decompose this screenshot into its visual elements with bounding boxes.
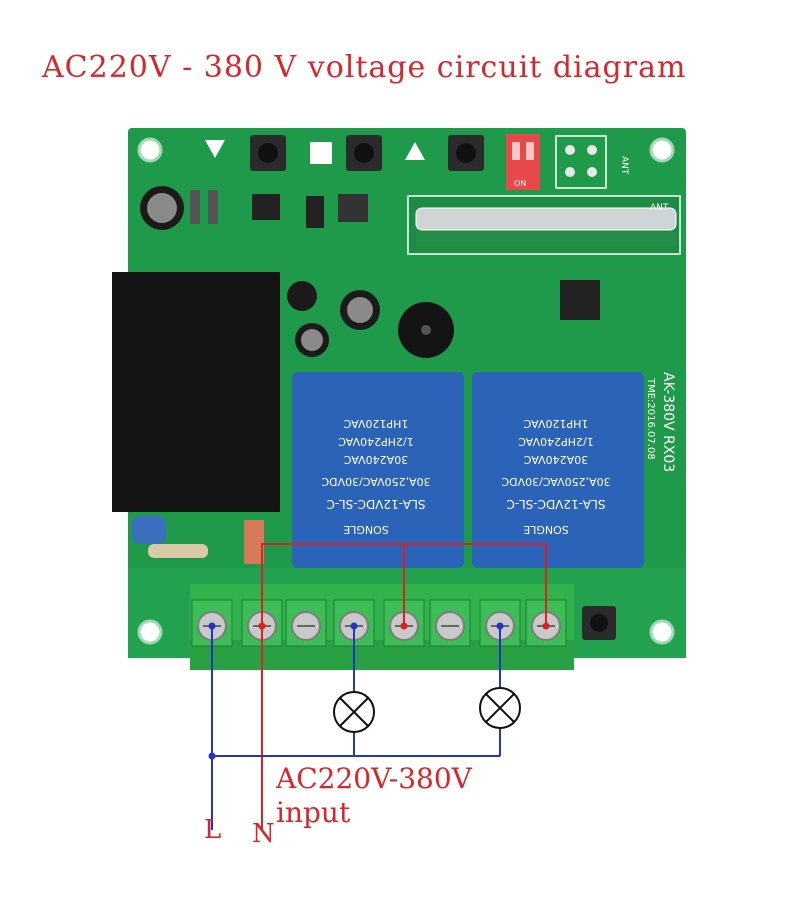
relay-2-spec2: 1/2HP240VAC [518,435,594,448]
relay-1: 1HP120VAC 1/2HP240VAC 30A240VAC 30A,250V… [292,372,464,568]
relay-2-spec1: 1HP120VAC [523,417,588,430]
dip-switch: ON [506,134,540,190]
top-buttons [205,135,484,171]
red-wires [261,543,547,830]
relay-1-spec1: 1HP120VAC [343,417,408,430]
small-components [190,190,600,320]
terminal-l-label: L [204,815,221,845]
diagram-title: AC220V - 380 V voltage circuit diagram [42,50,687,85]
relay-2-part: SLA-12VDC-SL-C [506,497,605,511]
board-date-label: TME:2016.07.08 [645,377,656,460]
bottom-left-passives [132,516,264,564]
ant-label-module: ANT [650,203,669,213]
switch-on-label: ON [514,179,526,188]
ant-label-top: ANT [619,156,629,175]
reset-button [582,606,616,640]
input-label-line1: AC220V-380V [275,762,473,795]
board-model-label: AK-380V RX03 [660,372,676,472]
relay-1-brand: SONGLE [343,523,389,536]
terminal-n-label: N [252,819,275,849]
relay-2-spec3: 30A240VAC [524,453,589,466]
blue-wires [211,626,501,830]
junction-dots [208,622,550,760]
mounting-holes [137,137,675,645]
input-label-line2: input [276,796,351,829]
transformer-block [112,272,280,512]
lamp-2 [479,687,521,729]
relay-2-brand: SONGLE [523,523,569,536]
lamp-1 [333,691,375,733]
capacitors-middle [287,281,454,358]
terminal-block [190,584,574,670]
relay-1-spec4: 30A,250VAC/30VDC [321,475,431,488]
relay-1-part: SLA-12VDC-SL-C [326,497,425,511]
relay-2-spec4: 30A,250VAC/30VDC [501,475,611,488]
capacitor-top-left [140,186,184,230]
relay-1-spec3: 30A240VAC [344,453,409,466]
rf-module: ANT [407,195,681,255]
antenna-connector: ANT [555,135,629,189]
relay-2: 1HP120VAC 1/2HP240VAC 30A240VAC 30A,250V… [472,372,644,568]
relay-1-spec2: 1/2HP240VAC [338,435,414,448]
